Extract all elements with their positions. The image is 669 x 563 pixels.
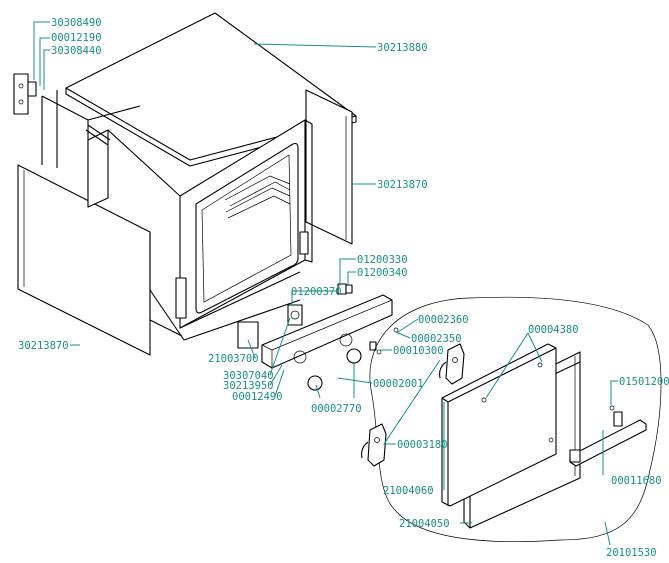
label-01200340: 01200340 — [357, 267, 408, 279]
label-21004050: 21004050 — [399, 518, 450, 530]
label-01501200: 01501200 — [619, 376, 669, 388]
label-30308440: 30308440 — [51, 45, 102, 57]
door-inner-panel — [441, 343, 557, 507]
label-21003700: 21003700 — [208, 353, 259, 365]
door-handle — [569, 419, 647, 467]
left-side-panel — [17, 164, 151, 356]
door-group-outline — [369, 296, 662, 543]
label-00002770: 00002770 — [311, 403, 362, 415]
right-side-panel — [305, 89, 353, 245]
control-panel-drawing — [237, 283, 399, 391]
label-00002360: 00002360 — [418, 314, 469, 326]
label-00012190: 00012190 — [51, 32, 102, 44]
inner-left-wall — [87, 129, 109, 208]
label-21004060: 21004060 — [383, 485, 434, 497]
label-01200370: 01200370 — [291, 286, 342, 298]
label-30308490: 30308490 — [51, 17, 102, 29]
label-00011680: 00011680 — [611, 475, 662, 487]
door-assembly-drawing — [361, 296, 662, 543]
door-hinge-lower — [367, 423, 387, 467]
label-30307040: 30307040 — [223, 370, 274, 382]
label-00002350: 00002350 — [411, 333, 462, 345]
label-00002001: 00002001 — [373, 378, 424, 390]
label-30213870-right: 30213870 — [377, 179, 428, 191]
door-hinge-upper — [445, 343, 465, 385]
label-30213870-left: 30213870 — [18, 340, 69, 352]
label-00004380: 00004380 — [528, 324, 579, 336]
label-30213950: 30213950 — [223, 380, 274, 392]
leader-lines — [33, 21, 618, 546]
label-00012490: 00012490 — [232, 391, 283, 403]
oven-body-drawing — [13, 12, 357, 356]
rear-bracket — [13, 73, 29, 115]
label-01200330: 01200330 — [357, 254, 408, 266]
label-20101530: 20101530 — [606, 547, 657, 559]
part-labels: 30308490 00012190 30308440 30213880 3021… — [18, 17, 669, 559]
label-00003180: 00003180 — [397, 439, 448, 451]
label-30213880: 30213880 — [377, 42, 428, 54]
label-00010300: 00010300 — [393, 345, 444, 357]
